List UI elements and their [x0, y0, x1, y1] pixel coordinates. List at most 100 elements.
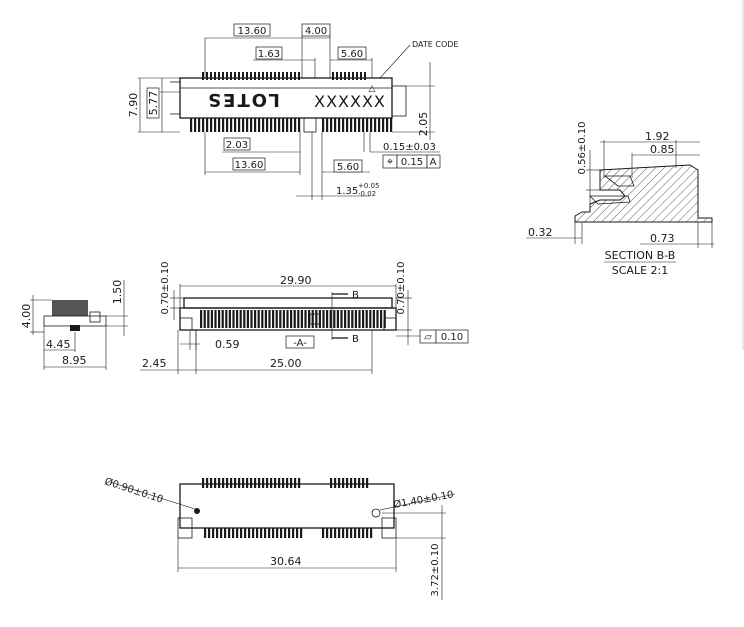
contact-pin	[206, 118, 209, 132]
contact-pin	[258, 72, 260, 80]
contact-pin	[354, 118, 357, 132]
contact-pin	[350, 528, 353, 538]
contact-pin	[202, 72, 204, 80]
contact-pin	[262, 118, 265, 132]
contact-pin	[298, 72, 300, 80]
contact-pin	[198, 118, 201, 132]
dim-box-13-60-bot	[232, 157, 266, 171]
contact-pin	[200, 310, 203, 328]
contact-pin	[242, 478, 245, 488]
contact-pin	[210, 310, 213, 328]
dim-box-13-60-top	[233, 23, 271, 37]
contact-pin	[194, 118, 197, 132]
dim-2-05: 2.05	[417, 112, 430, 137]
contact-pin	[290, 72, 292, 80]
front-dim-0-70-left: 0.70±0.10	[160, 262, 171, 315]
contact-pin	[230, 118, 233, 132]
contact-pin	[228, 528, 231, 538]
contact-pin	[226, 118, 229, 132]
contact-pin	[352, 72, 354, 80]
contact-pin	[222, 478, 225, 488]
contact-pin	[358, 528, 361, 538]
contact-pin	[264, 528, 267, 538]
contact-pin	[230, 72, 232, 80]
dim-1-63: 1.63	[258, 49, 280, 60]
dim-box-5-60-top	[337, 46, 367, 60]
contact-pin	[308, 310, 311, 328]
contact-pin	[250, 310, 253, 328]
contact-pin	[329, 310, 332, 328]
contact-pin	[344, 310, 347, 328]
contact-pin	[242, 118, 245, 132]
bottom-pins-lower	[204, 528, 373, 538]
contact-pin	[212, 528, 215, 538]
contact-pin	[248, 528, 251, 538]
bottom-view-right-foot	[381, 517, 397, 539]
dim-box-5-77	[146, 87, 160, 119]
contact-pin	[360, 72, 362, 80]
contact-pin	[210, 118, 213, 132]
contact-pin	[214, 310, 217, 328]
contact-pin	[218, 478, 221, 488]
contact-pin	[244, 528, 247, 538]
position-tolerance-value: 0.15	[401, 157, 423, 168]
section-contact	[599, 170, 635, 190]
contact-pin	[348, 72, 350, 80]
contact-pin	[342, 528, 345, 538]
contact-pin	[322, 310, 325, 328]
contact-pin	[382, 118, 385, 132]
contact-pin	[338, 528, 341, 538]
contact-pin	[236, 528, 239, 538]
contact-pin	[358, 478, 361, 488]
contact-pin	[358, 118, 361, 132]
contact-pin	[294, 72, 296, 80]
contact-pin	[207, 310, 210, 328]
contact-pin	[315, 310, 318, 328]
contact-pin	[214, 72, 216, 80]
bottom-view: Ø0.90±0.10 Ø1.40±0.10 30.64 3.72±0.10	[103, 475, 456, 600]
contact-pin	[230, 478, 233, 488]
contact-pin	[294, 478, 297, 488]
contact-pin	[202, 118, 205, 132]
dim-1-35: 1.35	[336, 186, 358, 197]
dim-box-4-00	[301, 23, 331, 37]
contact-pin	[298, 478, 301, 488]
contact-pin	[242, 72, 244, 80]
front-dim-2-45: 2.45	[142, 357, 167, 370]
front-dim-25-00: 25.00	[270, 357, 302, 370]
contact-pin	[280, 528, 283, 538]
datum-a-box	[285, 335, 315, 349]
contact-pin	[366, 528, 369, 538]
contact-pin	[256, 528, 259, 538]
bottom-view-small-peg	[194, 508, 200, 514]
contact-pin	[354, 478, 357, 488]
contact-pin	[383, 310, 386, 328]
contact-pin	[350, 478, 353, 488]
contact-pin	[284, 528, 287, 538]
dim-13-60-bot: 13.60	[235, 160, 264, 171]
contact-pin	[264, 310, 267, 328]
contact-pin	[221, 310, 224, 328]
dim-box-5-60-bot	[333, 159, 363, 173]
contact-pin	[261, 310, 264, 328]
contact-pin	[330, 528, 333, 538]
contact-pin	[286, 478, 289, 488]
section-hatched-body	[574, 164, 713, 223]
contact-pin	[344, 72, 346, 80]
contact-pin	[206, 478, 209, 488]
top-pins-upper	[202, 72, 366, 80]
bottom-dim-0-90: Ø0.90±0.10	[103, 475, 165, 505]
contact-pin	[206, 72, 208, 80]
contact-pin	[334, 478, 337, 488]
contact-pin	[362, 118, 365, 132]
section-contact-tail	[589, 195, 631, 205]
contact-pin	[246, 72, 248, 80]
side-view-housing	[52, 300, 88, 316]
front-view-left-latch	[179, 317, 193, 331]
bottom-dim-30-64: 30.64	[270, 555, 302, 568]
contact-pin	[222, 72, 224, 80]
contact-pin	[390, 118, 393, 132]
contact-pin	[278, 72, 280, 80]
contact-pin	[340, 72, 342, 80]
